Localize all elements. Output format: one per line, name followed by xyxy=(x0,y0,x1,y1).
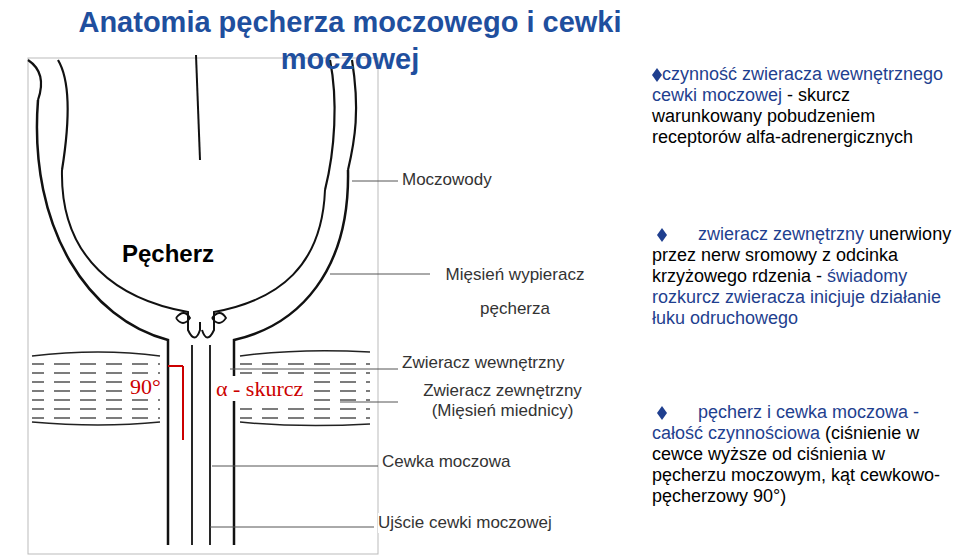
part-label: Zwieracz wewnętrzny xyxy=(402,353,565,373)
urethra-lumen xyxy=(192,345,210,545)
part-label: Zwieracz zewnętrzny (Mięsień miednicy) xyxy=(400,381,605,420)
part-label: Cewka moczowa xyxy=(382,452,511,472)
bullet-diamond xyxy=(652,68,662,82)
leader-line xyxy=(230,369,398,370)
part-label: Mięsień wypieracz pęcherza xyxy=(430,258,600,326)
bullet-paragraph: zwieracz zewnętrznyunerwiony przez nerw … xyxy=(652,224,952,329)
bullet-diamond xyxy=(657,228,667,242)
leader-line xyxy=(340,402,398,403)
bullet-paragraph: czynność zwieracza wewnętrznego cewki mo… xyxy=(652,64,952,148)
note-text: zwieracz zewnętrzny xyxy=(698,224,864,244)
bladder-outer-wall-left xyxy=(37,100,168,545)
bullet-paragraph: pęcherz i cewka moczowa - całość czynnoś… xyxy=(652,402,952,507)
part-label: Ujście cewki moczowej xyxy=(378,513,552,533)
bullet-diamond xyxy=(657,406,667,420)
leader-line xyxy=(212,466,378,467)
part-label: Pęcherz xyxy=(122,240,214,268)
bladder-outer-wall-right xyxy=(234,170,348,545)
internal-sphincter xyxy=(176,313,226,323)
ureter-left xyxy=(28,60,68,170)
part-label: Moczowody xyxy=(402,170,492,190)
ureter-center xyxy=(196,55,200,160)
leader-lines xyxy=(210,181,430,527)
figure-frame xyxy=(28,58,378,554)
page-title: Anatomia pęcherza moczowego i cewki mocz… xyxy=(70,4,630,78)
angle-mark xyxy=(168,366,183,440)
leader-line xyxy=(352,181,398,182)
angle-label: α - skurcz xyxy=(214,376,305,401)
leader-line xyxy=(330,274,430,275)
ureter-right xyxy=(325,60,356,190)
angle-label: 90° xyxy=(128,374,163,399)
leader-line xyxy=(210,527,374,528)
bladder-inner-wall-right xyxy=(202,190,325,338)
pelvic-floor-edges xyxy=(32,351,370,426)
